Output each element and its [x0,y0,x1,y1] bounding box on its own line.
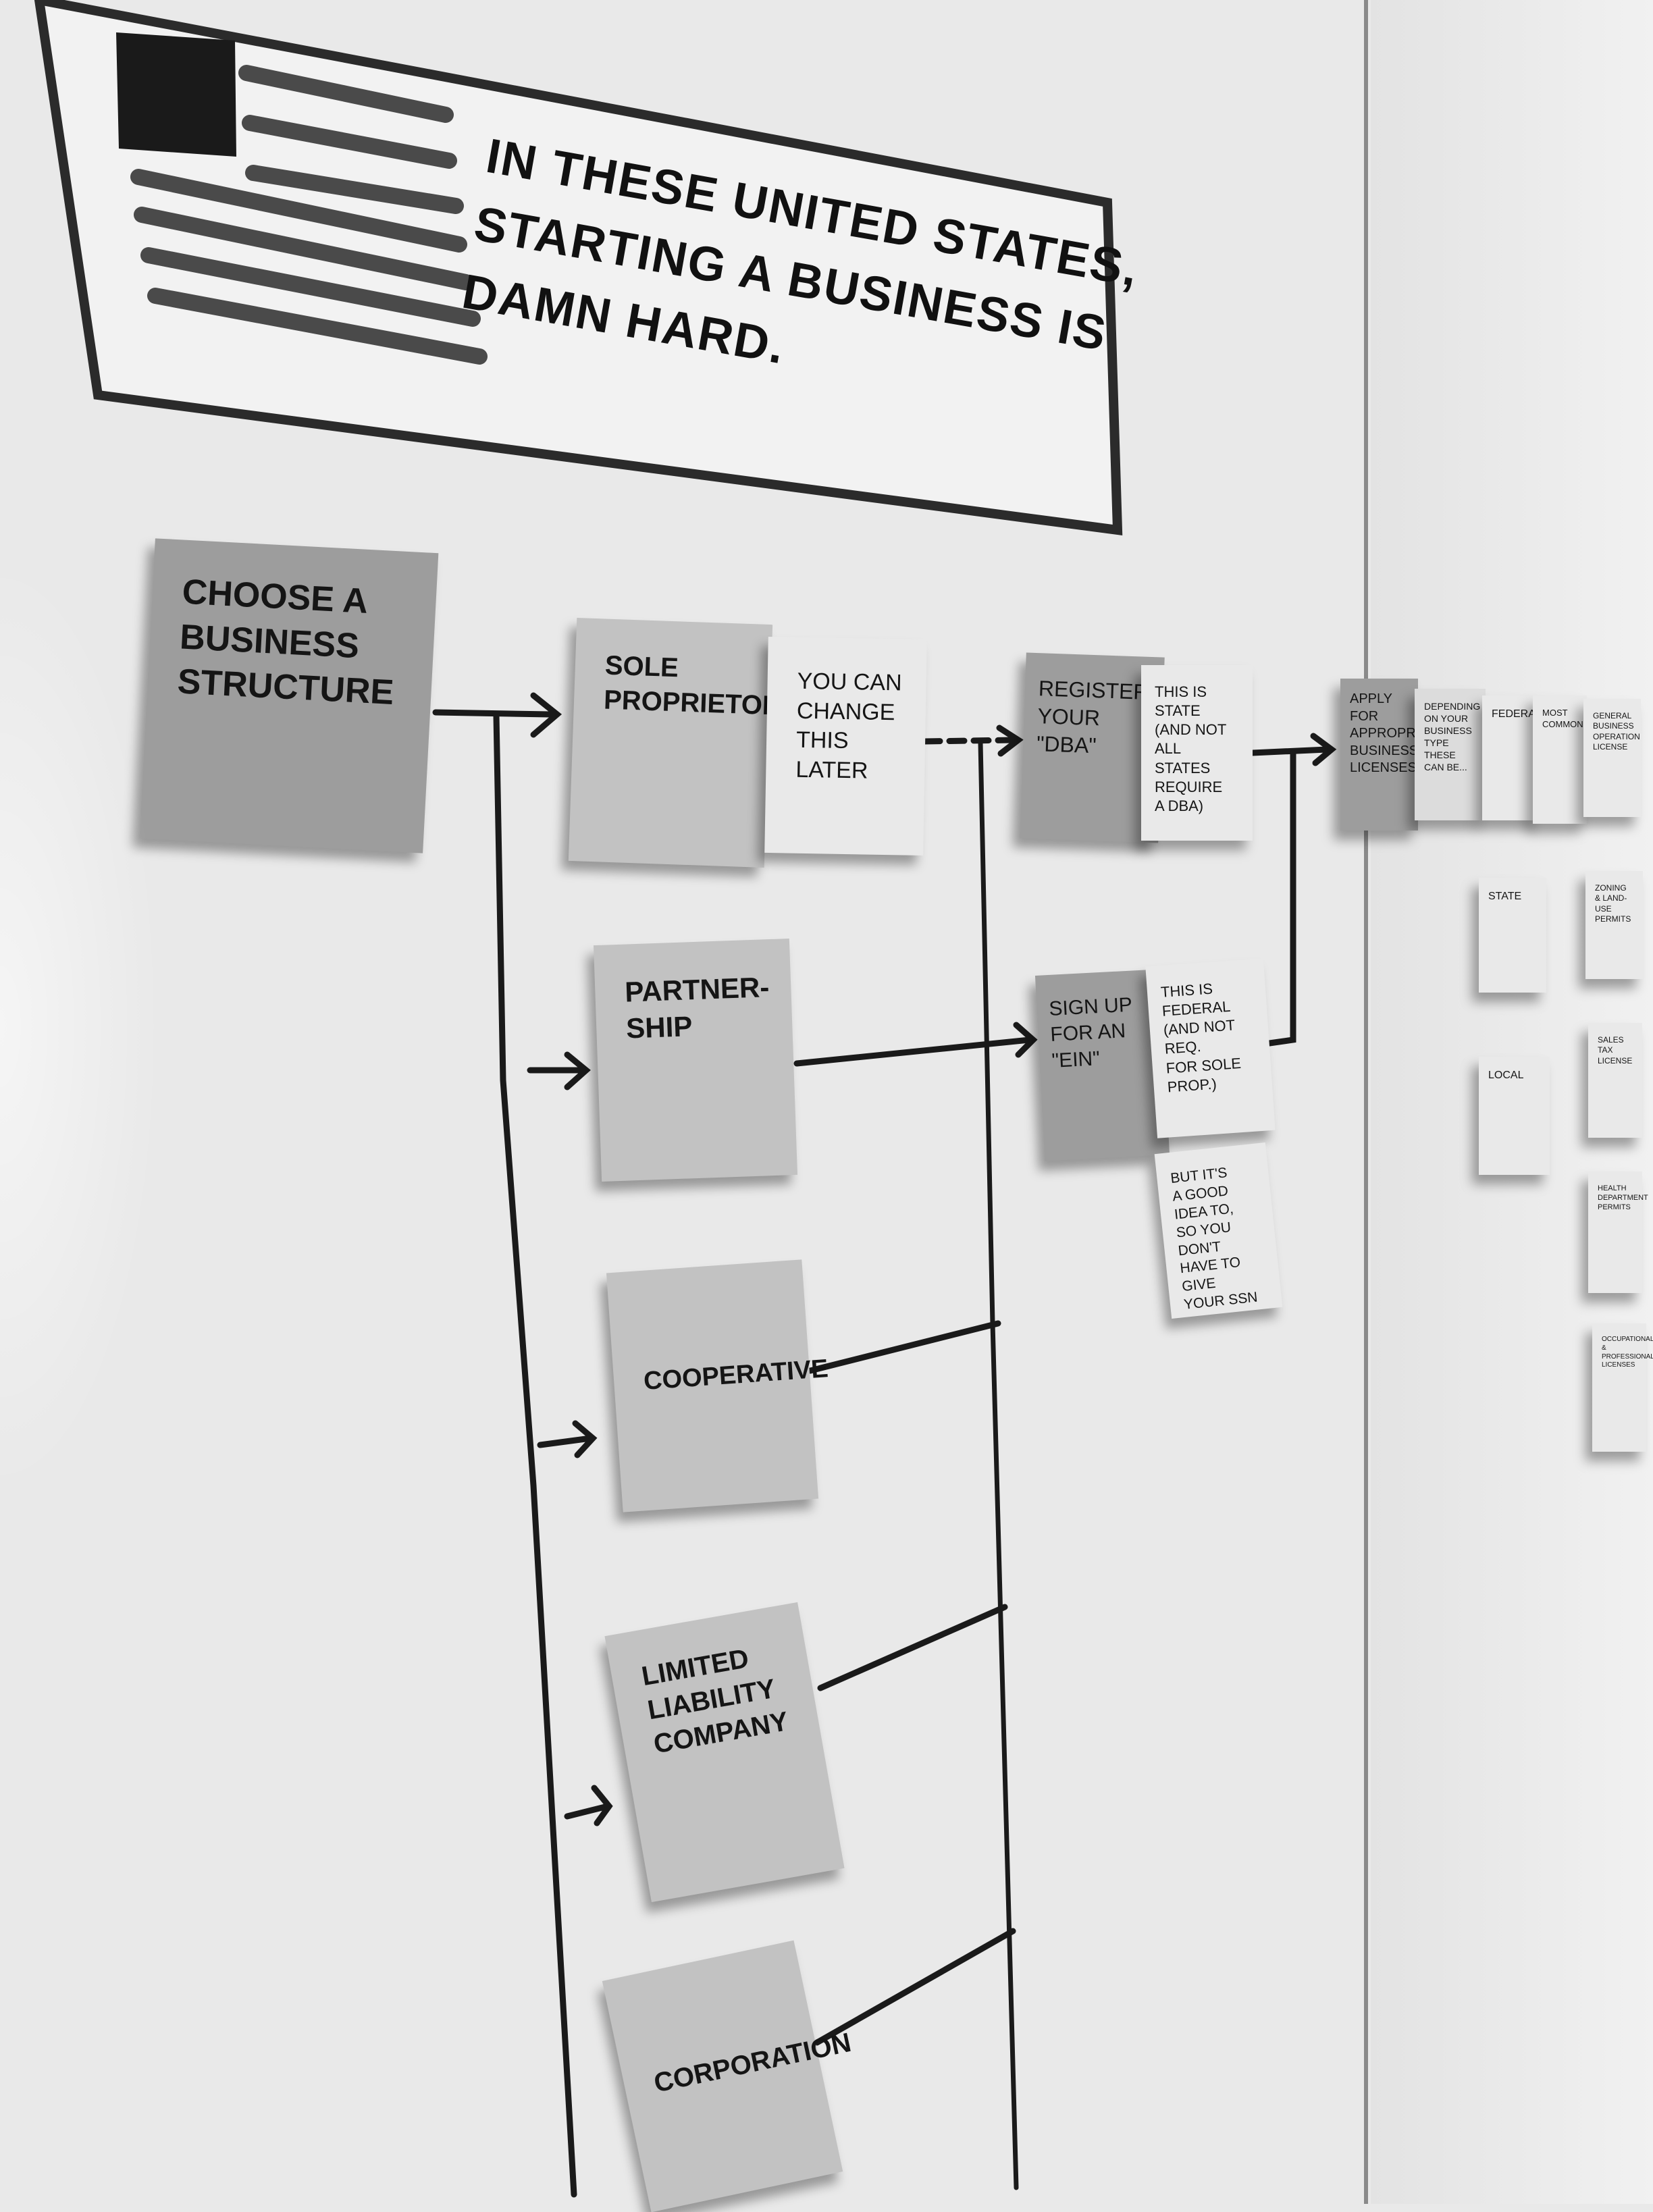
license-note-general: General business operation license [1583,699,1641,817]
ein-tip-note: But it's a good idea to, so you don't ha… [1154,1142,1283,1319]
license-note-local: Local [1479,1057,1550,1175]
dba-state-note: This is state (and not all states requir… [1141,665,1253,841]
change-later-note: You can change this later [764,636,927,856]
license-note-zoning: Zoning & land-use permits [1585,871,1643,979]
apply-license-note: Apply for appropriate business licenses [1340,679,1445,831]
structure-note-partnership: Partner- ship [593,939,798,1182]
license-note-occupational: Occupational & professional licenses [1592,1323,1653,1452]
license-note-health: Health department permits [1588,1171,1648,1293]
license-note-sales-tax: Sales tax license [1588,1023,1642,1138]
license-note-depending: Depending on your business type these ca… [1415,689,1486,820]
structure-note-corporation: Corporation [602,1940,854,2212]
license-note-federal: Federal [1482,695,1542,820]
flag-icon [116,32,236,157]
start-note: Choose a business structure [139,538,439,853]
ein-federal-note: This is federal (and not req. for sole p… [1145,958,1276,1138]
license-note-state: State [1479,878,1546,993]
license-note-most-commonly: Most commonly [1533,695,1594,824]
panel-seam [1364,0,1368,2204]
structure-note-sole-proprietor: Sole proprietor [568,618,783,868]
board-glare [0,554,162,1499]
banner-title: In these United States, starting a busin… [458,128,1143,375]
structure-note-cooperative: Cooperative [606,1259,829,1512]
structure-note-llc: Limited liability company [604,1602,845,1903]
